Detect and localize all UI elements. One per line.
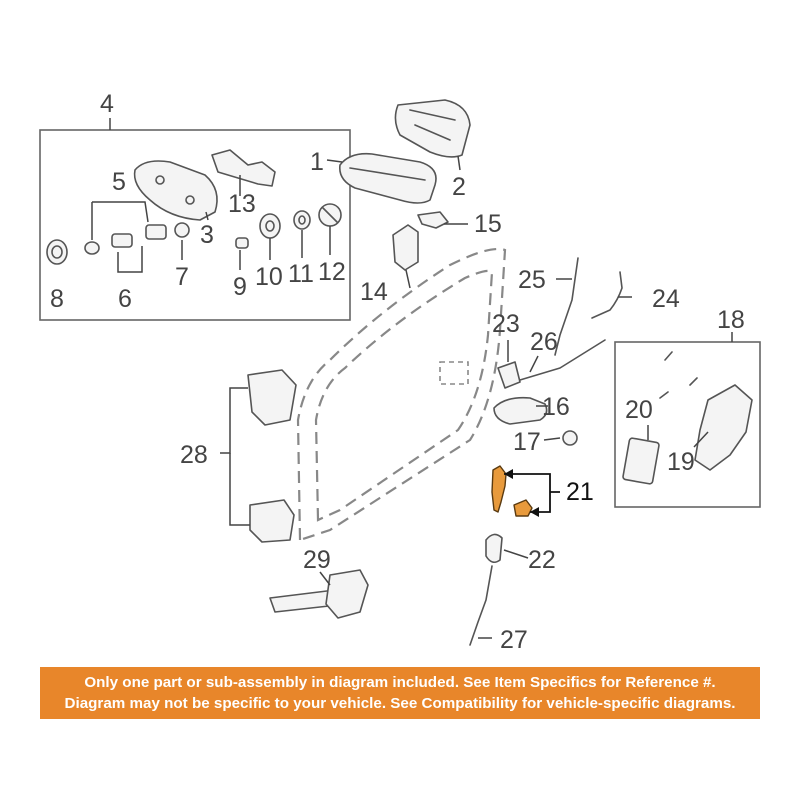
part-outside-handle	[338, 152, 437, 204]
callout-10: 10	[255, 263, 283, 291]
callout-29: 29	[303, 546, 331, 574]
part-23	[497, 361, 521, 389]
callout-6: 6	[118, 285, 132, 313]
callout-19: 19	[667, 448, 695, 476]
part-latch	[659, 351, 753, 471]
disclaimer-line-2: Diagram may not be specific to your vehi…	[64, 695, 736, 712]
callout-8: 8	[50, 285, 64, 313]
leader-21	[504, 473, 560, 513]
callout-13: 13	[228, 190, 256, 218]
callout-28: 28	[180, 441, 208, 469]
part-12	[318, 203, 342, 227]
callout-1: 1	[310, 148, 324, 176]
part-inside-handle	[493, 396, 548, 425]
callout-20: 20	[625, 396, 653, 424]
callout-17: 17	[513, 428, 541, 456]
callout-11: 11	[288, 260, 314, 288]
arrow-21-top	[504, 469, 513, 479]
part-lock-cylinder	[84, 224, 167, 255]
callout-3: 3	[200, 221, 214, 249]
callout-4: 4	[100, 90, 114, 118]
part-24-rod	[591, 271, 623, 319]
callout-12: 12	[318, 258, 346, 286]
callout-2: 2	[452, 173, 466, 201]
part-22	[485, 533, 503, 564]
callout-18: 18	[717, 306, 745, 334]
door-outline	[296, 247, 507, 542]
callout-24: 24	[652, 285, 680, 313]
part-10	[259, 213, 281, 239]
group-box-4	[39, 129, 351, 321]
door-inner-panel	[439, 361, 469, 385]
callout-26: 26	[530, 328, 558, 356]
part-25-rod	[554, 257, 579, 356]
part-handle-base	[133, 160, 218, 221]
callout-27: 27	[500, 626, 528, 654]
part-handle-bracket	[394, 99, 471, 158]
arrow-21-bottom	[530, 507, 539, 517]
callout-21: 21	[566, 478, 594, 506]
callout-5: 5	[112, 168, 126, 196]
part-11	[293, 210, 311, 230]
disclaimer-banner: Only one part or sub-assembly in diagram…	[40, 667, 760, 719]
part-27-rod	[469, 565, 493, 646]
part-7	[174, 222, 190, 238]
part-17	[562, 430, 578, 446]
callout-23: 23	[492, 310, 520, 338]
callout-22: 22	[528, 546, 556, 574]
part-26-rod	[519, 339, 606, 381]
part-door-check	[269, 569, 369, 619]
callout-15: 15	[474, 210, 502, 238]
part-13	[211, 149, 276, 187]
part-hinges	[247, 369, 297, 543]
part-21-highlighted	[491, 465, 533, 517]
part-14	[392, 224, 419, 271]
part-8	[46, 239, 68, 265]
callout-7: 7	[175, 263, 189, 291]
callout-14: 14	[360, 278, 388, 306]
part-15	[417, 211, 449, 229]
callout-25: 25	[518, 266, 546, 294]
callout-9: 9	[233, 273, 247, 301]
part-9	[235, 237, 249, 249]
group-box-18	[614, 341, 761, 508]
leader-lines	[91, 118, 733, 639]
callout-16: 16	[542, 393, 570, 421]
disclaimer-line-1: Only one part or sub-assembly in diagram…	[84, 674, 716, 691]
part-actuator	[622, 437, 660, 485]
